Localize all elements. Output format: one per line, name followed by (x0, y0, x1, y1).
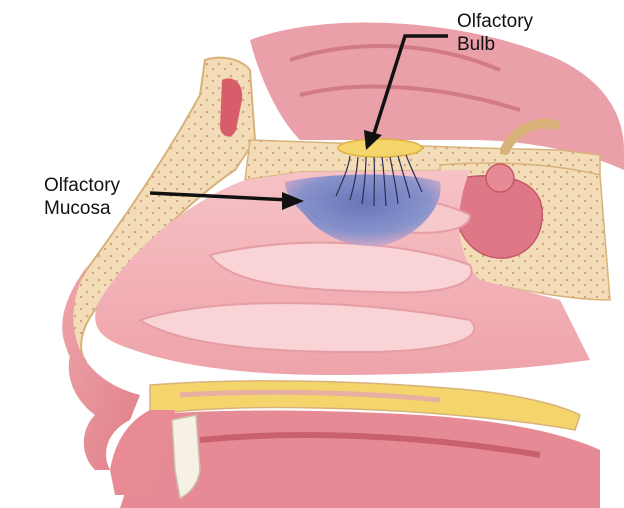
olfactory-bulb-label-line2: Bulb (457, 33, 533, 56)
olfactory-mucosa-label: Olfactory Mucosa (44, 174, 120, 220)
pituitary-region (486, 164, 514, 192)
olfactory-bulb-label: Olfactory Bulb (457, 10, 533, 56)
olfactory-mucosa-label-line1: Olfactory (44, 174, 120, 197)
olfactory-bulb (338, 139, 422, 157)
olfactory-mucosa-label-line2: Mucosa (44, 197, 120, 220)
olfactory-bulb-label-line1: Olfactory (457, 10, 533, 33)
